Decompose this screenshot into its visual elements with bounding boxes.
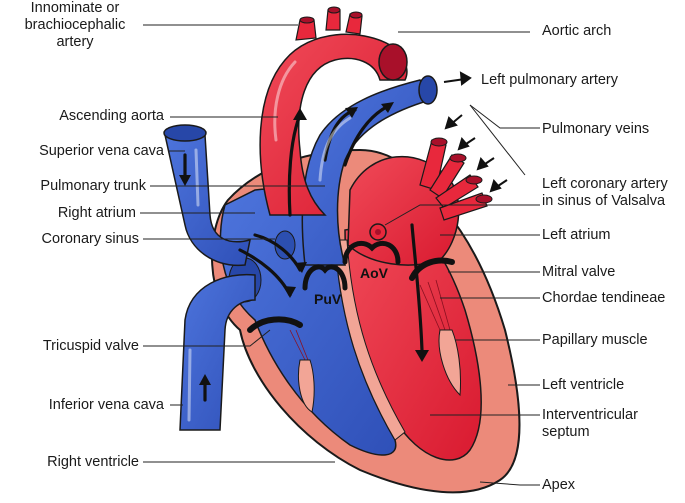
pulmonary-trunk-label: Pulmonary trunk bbox=[40, 178, 146, 195]
left-coronary-label: Left coronary artery in sinus of Valsalv… bbox=[542, 176, 668, 210]
left-pulmonary-artery-label: Left pulmonary artery bbox=[481, 72, 618, 89]
right-ventricle-label: Right ventricle bbox=[47, 454, 139, 471]
apex-label: Apex bbox=[542, 477, 575, 494]
svc-opening bbox=[164, 125, 206, 141]
carotid-opening bbox=[328, 7, 340, 13]
subclavian-opening bbox=[350, 12, 362, 18]
aortic-arch-label: Aortic arch bbox=[542, 23, 611, 40]
aortic-arch-opening bbox=[379, 44, 407, 80]
tricuspid-valve-label: Tricuspid valve bbox=[43, 338, 139, 355]
puv-label: PuV bbox=[314, 291, 342, 307]
superior-vena-cava-label: Superior vena cava bbox=[39, 143, 164, 160]
mitral-valve-label: Mitral valve bbox=[542, 264, 615, 281]
left-pulmonary-artery-opening bbox=[419, 76, 437, 104]
interventricular-septum-label: Interventricular septum bbox=[542, 407, 638, 441]
inferior-vena-cava-label: Inferior vena cava bbox=[49, 397, 164, 414]
left-coronary-opening bbox=[375, 229, 381, 235]
papillary-muscle-label: Papillary muscle bbox=[542, 332, 648, 349]
innominate-opening bbox=[300, 17, 314, 23]
aov-label: AoV bbox=[360, 265, 389, 281]
left-ventricle-label: Left ventricle bbox=[542, 377, 624, 394]
innominate-label: Innominate or brachiocephalic artery bbox=[10, 0, 140, 51]
right-atrium-label: Right atrium bbox=[58, 205, 136, 222]
coronary-sinus-label: Coronary sinus bbox=[41, 231, 139, 248]
left-atrium-label: Left atrium bbox=[542, 227, 611, 244]
chordae-tendineae-label: Chordae tendineae bbox=[542, 290, 665, 307]
pulmonary-veins-label: Pulmonary veins bbox=[542, 121, 649, 138]
ascending-aorta-label: Ascending aorta bbox=[59, 108, 164, 125]
